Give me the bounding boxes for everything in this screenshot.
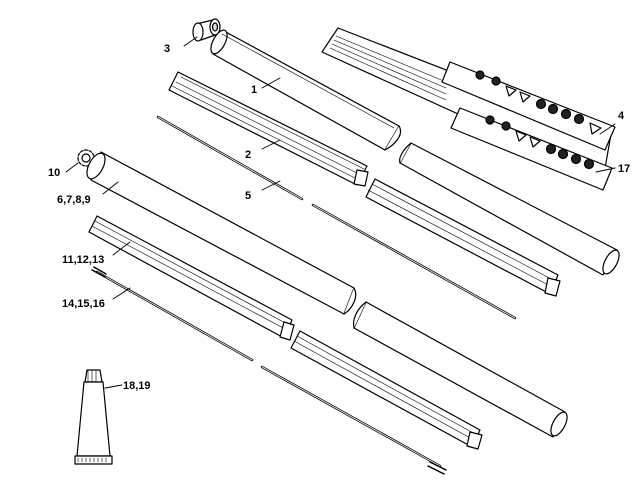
part-10-washer — [77, 149, 95, 167]
callout-5: 5 — [245, 190, 251, 202]
callout-6-9: 6,7,8,9 — [57, 194, 91, 206]
tube-extension-bottom — [352, 301, 568, 438]
liner-extension-right — [365, 178, 561, 297]
liner-extension-bottom — [290, 330, 483, 450]
callout-10: 10 — [48, 167, 60, 179]
part-6-9-tube-lower — [86, 151, 357, 315]
part-1-tube-upper — [210, 29, 402, 151]
tube-extension-right — [399, 142, 620, 276]
part-14-16-shaft-lower — [91, 266, 254, 362]
callout-18-19: 18,19 — [123, 380, 151, 392]
callout-labels: 3 1 2 5 4 17 10 6,7,8,9 11,12,13 14,15,1… — [48, 43, 630, 392]
shaft-extension-bottom — [260, 365, 447, 475]
part-2-liner-upper — [168, 71, 369, 187]
callout-3: 3 — [164, 43, 170, 55]
leader-lines — [65, 36, 616, 389]
shaft-extension-right — [311, 203, 517, 320]
part-4-17-decal-strip — [321, 27, 616, 191]
part-5-shaft-upper — [156, 115, 304, 201]
callout-1: 1 — [251, 84, 257, 96]
callout-4: 4 — [618, 110, 625, 122]
part-11-13-liner-lower — [88, 215, 295, 341]
callout-2: 2 — [245, 149, 251, 161]
callout-14-16: 14,15,16 — [62, 298, 105, 310]
callout-17: 17 — [618, 163, 630, 175]
callout-11-13: 11,12,13 — [62, 254, 104, 266]
part-18-19-grease-tube — [74, 369, 113, 465]
